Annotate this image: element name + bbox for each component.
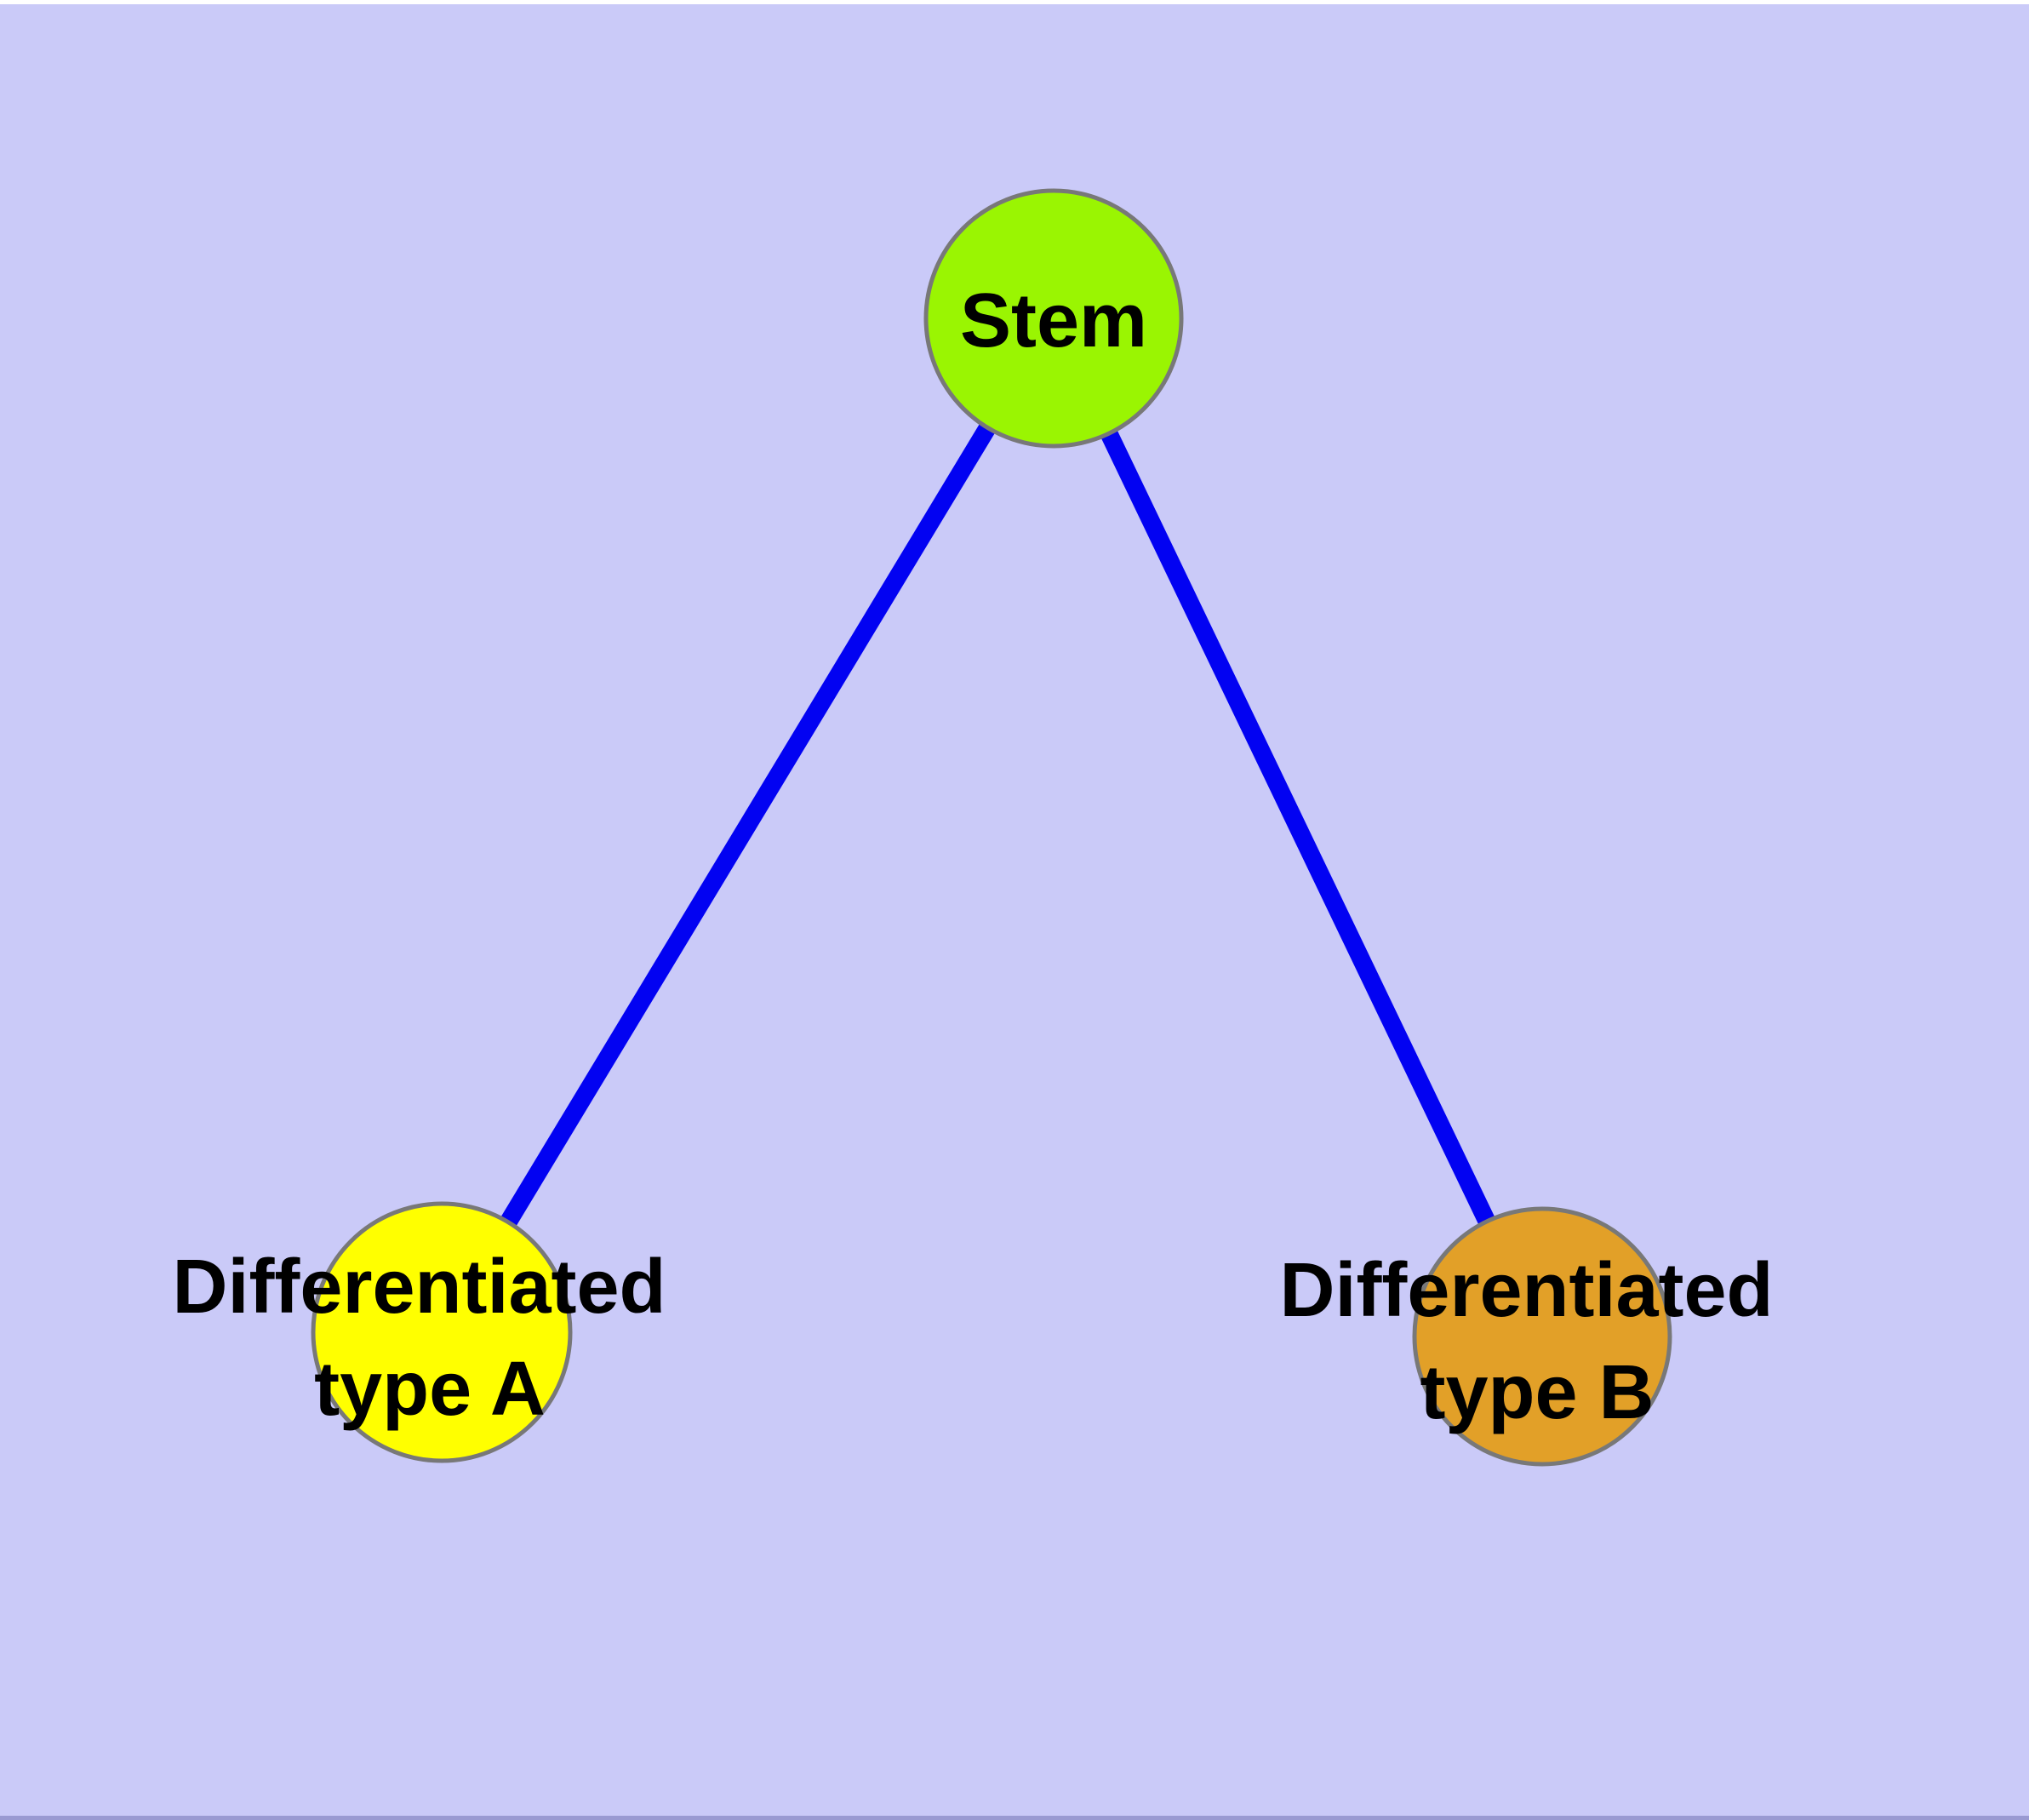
node-differentiated-type-a-label: Differentiated type A	[172, 1245, 687, 1432]
label-line-1: Differentiated	[172, 1245, 666, 1330]
node-stem-label: Stem	[960, 278, 1147, 363]
label-line-1: Differentiated	[1279, 1248, 1773, 1333]
label-line-2: type B	[1420, 1350, 1654, 1435]
edge-stem-to-type-a	[434, 313, 1061, 1337]
label-line-2: type A	[314, 1347, 546, 1432]
node-stem	[923, 188, 1184, 449]
node-differentiated-type-b	[1412, 1206, 1672, 1467]
top-border-strip	[0, 0, 2029, 4]
bottom-border-strip	[0, 1816, 2029, 1820]
node-differentiated-type-b-label: Differentiated type B	[1279, 1248, 1794, 1435]
node-differentiated-type-a	[311, 1201, 573, 1463]
edge-stem-to-type-b	[1045, 314, 1551, 1341]
